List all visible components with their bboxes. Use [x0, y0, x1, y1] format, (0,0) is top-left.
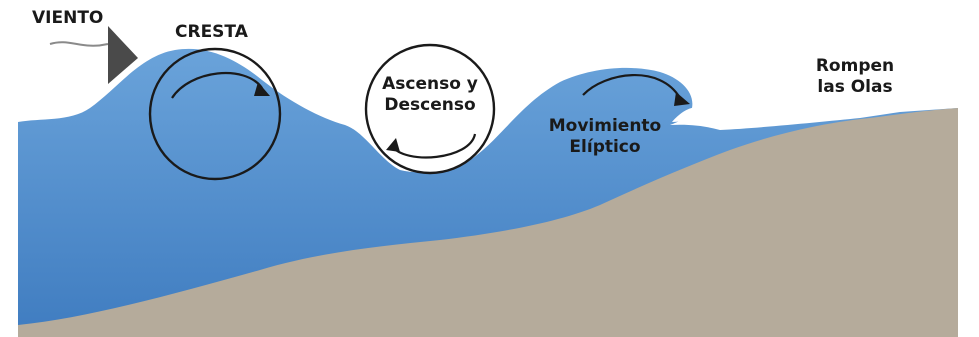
elliptic-arrowhead-icon [674, 92, 690, 106]
rise-fall-label: Ascenso y Descenso [366, 74, 494, 116]
elliptical-label: Movimiento Elíptico [530, 116, 680, 158]
crest-arrowhead-icon [254, 82, 270, 96]
breaking-line1: Rompen [815, 56, 895, 76]
wave-curl [672, 107, 696, 122]
rise-fall-line2: Descenso [384, 95, 476, 115]
wind-label: VIENTO [32, 8, 104, 28]
rise-fall-line1: Ascenso y [382, 74, 478, 94]
elliptical-line2: Elíptico [569, 137, 641, 157]
crest-label: CRESTA [175, 22, 248, 42]
crest-orbit-arrow-icon [171, 72, 263, 99]
wind-arrow-icon [49, 41, 109, 47]
seabed [18, 108, 958, 337]
wind-arrow-head-icon [108, 26, 138, 84]
breaking-line2: las Olas [817, 77, 893, 97]
orbit-circle-icon [148, 47, 282, 181]
elliptical-line1: Movimiento [548, 116, 662, 136]
breaking-label: Rompen las Olas [800, 56, 910, 98]
curved-arrow-icon [582, 74, 681, 99]
trough-arrowhead-icon [386, 138, 400, 152]
orbit-circle-icon [364, 43, 496, 175]
